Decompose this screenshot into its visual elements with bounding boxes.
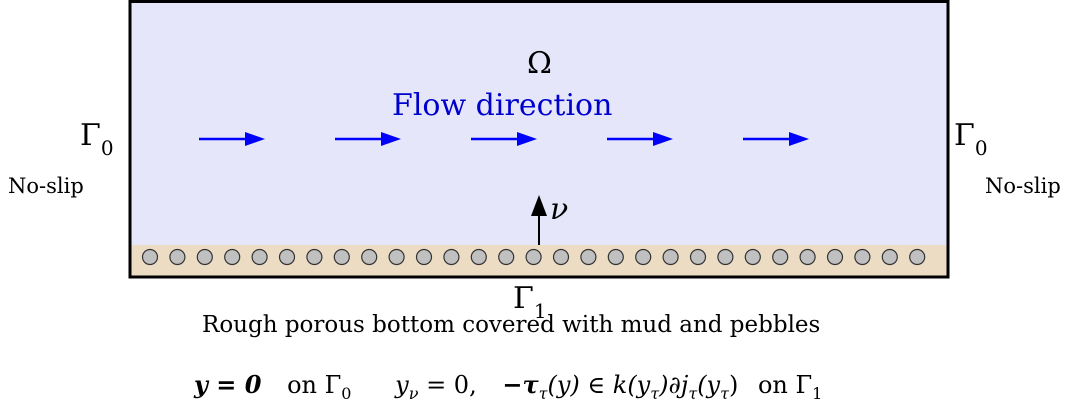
pebble: [224, 248, 241, 266]
pebble: [306, 248, 323, 266]
flow-arrows: [199, 132, 809, 146]
pebbles: [141, 248, 926, 266]
flow-arrow: [471, 132, 537, 146]
pebble: [251, 248, 268, 266]
pebble: [717, 248, 734, 266]
pebble: [826, 248, 844, 266]
gamma0-right-label: Γ0: [954, 118, 988, 160]
pebble: [361, 248, 378, 266]
pebble: [415, 248, 433, 266]
pebble: [635, 248, 652, 266]
pebble: [388, 248, 405, 266]
pebble: [443, 248, 460, 266]
pebble: [772, 248, 789, 266]
friction-on: on Γ: [757, 371, 813, 399]
gamma1-label: Γ1: [513, 281, 547, 323]
pebble: [689, 248, 707, 266]
pebble: [799, 248, 816, 266]
pebble: [196, 248, 213, 266]
pebble: [278, 248, 296, 266]
bottom-description: Rough porous bottom covered with mud and…: [202, 312, 821, 338]
flow-direction-label: Flow direction: [392, 88, 613, 123]
pebble: [552, 248, 570, 266]
pebble: [909, 248, 926, 266]
flow-arrow: [335, 132, 401, 146]
dirichlet-condition: y = 0: [194, 370, 262, 399]
pebble: [881, 248, 898, 266]
domain-label: Ω: [527, 46, 552, 81]
pebble: [854, 248, 871, 266]
no-slip-left-label: No-slip: [8, 174, 84, 198]
pebble: [580, 248, 597, 266]
pebble: [333, 248, 350, 266]
normal-condition: y: [395, 371, 409, 399]
pebble: [141, 248, 159, 266]
friction-condition: −τ: [502, 370, 539, 399]
flow-arrow: [199, 132, 265, 146]
pebble: [470, 248, 487, 266]
pebble: [525, 248, 542, 266]
normal-label: ν: [550, 192, 569, 227]
dirichlet-on: on Γ: [287, 371, 342, 399]
pebble: [607, 248, 624, 266]
no-slip-right-label: No-slip: [985, 174, 1061, 198]
normal-vector-head: [531, 195, 547, 216]
flow-arrow: [743, 132, 809, 146]
pebble: [744, 248, 761, 266]
pebble: [169, 248, 186, 266]
gamma0-left-label: Γ0: [80, 118, 114, 160]
boundary-conditions-equation: y = 0 on Γ0 yν = 0, −ττ(y) ∈ k(yτ)∂jτ(yτ…: [194, 370, 823, 403]
pebble: [498, 248, 515, 266]
pebble: [662, 248, 679, 266]
flow-arrow: [607, 132, 673, 146]
